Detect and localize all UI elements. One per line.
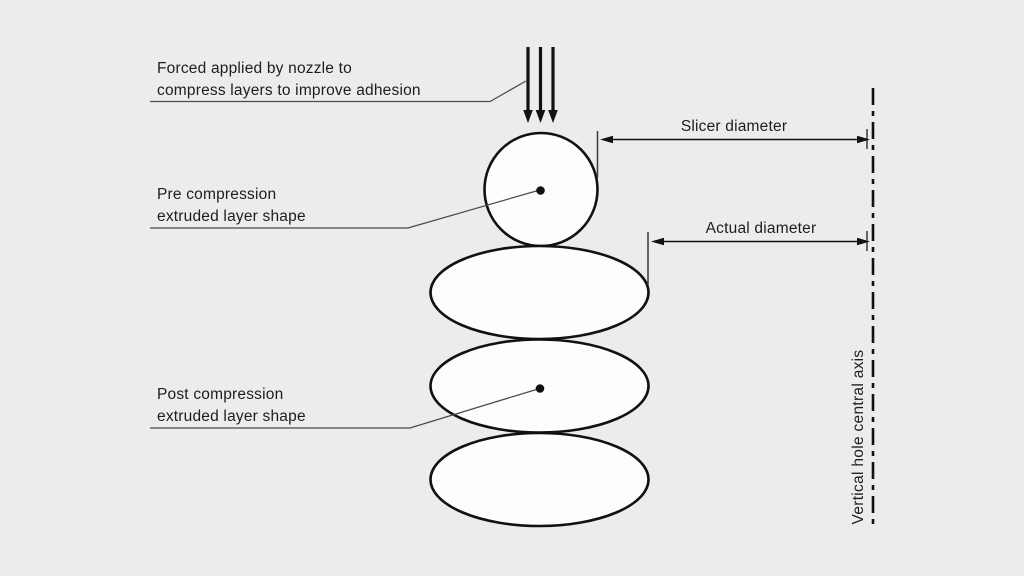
vertical-axis-label: Vertical hole central axis bbox=[850, 350, 867, 525]
slicer-diameter-dimension: Slicer diameter bbox=[596, 118, 870, 178]
post-compression-layer-ellipse-1 bbox=[429, 244, 650, 341]
post-compression-label-line-1: Post compression bbox=[157, 386, 283, 403]
force-label-line-1: Forced applied by nozzle to bbox=[157, 60, 352, 77]
down-arrow-icon bbox=[535, 47, 546, 123]
pre-compression-leader-line bbox=[150, 189, 539, 229]
pre-compression-label-line-1: Pre compression bbox=[157, 186, 276, 203]
post-compression-annotation: Post compression extruded layer shape bbox=[150, 384, 545, 429]
pre-compression-label-line-2: extruded layer shape bbox=[157, 208, 306, 225]
down-arrow-icon bbox=[548, 47, 558, 123]
force-annotation: Forced applied by nozzle to compress lay… bbox=[150, 60, 527, 103]
post-compression-leader-line bbox=[150, 388, 539, 429]
left-arrow-icon bbox=[651, 237, 664, 246]
pre-compression-annotation: Pre compression extruded layer shape bbox=[150, 186, 545, 229]
vertical-axis: Vertical hole central axis bbox=[850, 88, 875, 526]
down-arrow-icon bbox=[523, 47, 533, 123]
force-leader-line bbox=[150, 80, 527, 103]
post-compression-center-dot bbox=[535, 384, 545, 393]
actual-diameter-label: Actual diameter bbox=[706, 220, 817, 237]
pre-compression-center-dot bbox=[536, 186, 545, 195]
left-arrow-icon bbox=[600, 135, 613, 144]
force-arrows-icon bbox=[523, 47, 558, 123]
post-compression-layer-ellipse-3 bbox=[429, 431, 650, 528]
actual-diameter-dimension: Actual diameter bbox=[647, 220, 870, 285]
post-compression-label-line-2: extruded layer shape bbox=[157, 408, 306, 425]
right-arrow-icon bbox=[857, 237, 870, 246]
force-label-line-2: compress layers to improve adhesion bbox=[157, 82, 421, 99]
right-arrow-icon bbox=[857, 135, 870, 144]
slicer-diameter-label: Slicer diameter bbox=[681, 118, 787, 135]
